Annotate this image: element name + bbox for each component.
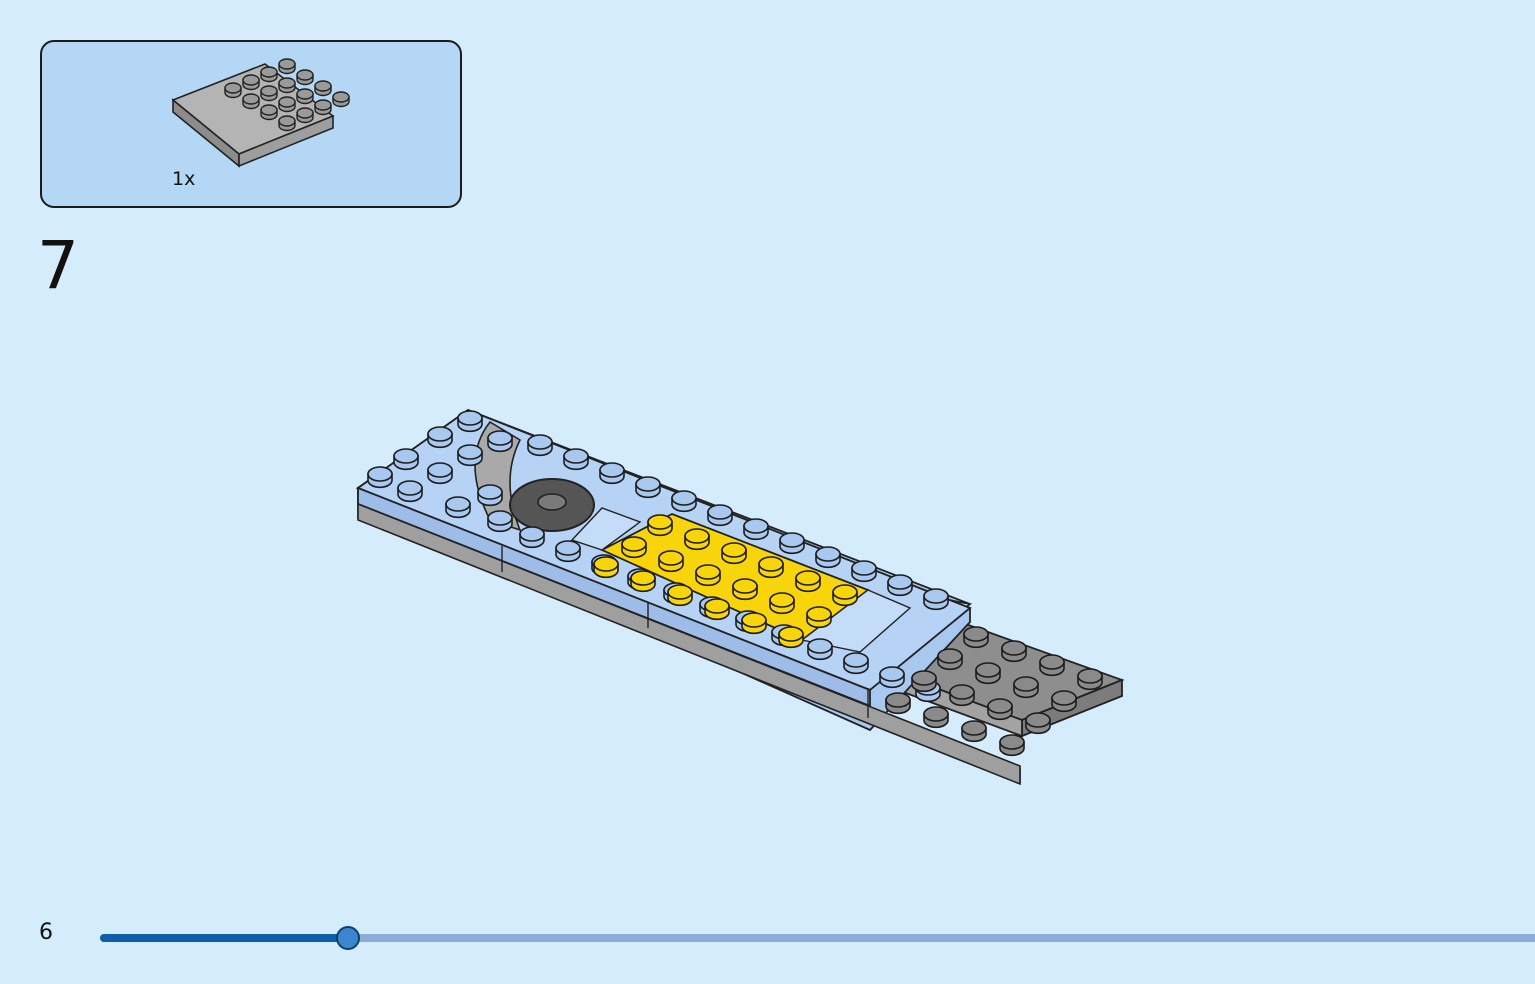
4x4-plate-icon bbox=[171, 58, 350, 168]
stud bbox=[635, 476, 661, 499]
stud bbox=[832, 584, 858, 607]
stud bbox=[1039, 654, 1065, 677]
stud bbox=[1001, 640, 1027, 663]
stud bbox=[815, 546, 841, 569]
stud bbox=[843, 652, 869, 675]
stud bbox=[741, 612, 767, 635]
stud bbox=[563, 448, 589, 471]
stud bbox=[923, 706, 949, 729]
stud bbox=[658, 550, 684, 573]
stud bbox=[278, 115, 296, 132]
stud bbox=[671, 490, 697, 513]
stud bbox=[758, 556, 784, 579]
stud bbox=[999, 734, 1025, 757]
stud bbox=[621, 536, 647, 559]
page-number: 6 bbox=[39, 920, 53, 945]
stud bbox=[296, 107, 314, 124]
stud bbox=[397, 480, 423, 503]
stud bbox=[296, 88, 314, 105]
stud bbox=[487, 430, 513, 453]
model-assembly-illustration bbox=[355, 408, 1125, 786]
stud bbox=[519, 526, 545, 549]
progress-indicator-knob bbox=[336, 926, 361, 950]
stud bbox=[487, 510, 513, 533]
stud bbox=[457, 444, 483, 467]
stud bbox=[778, 626, 804, 649]
progress-bar-fill bbox=[100, 934, 349, 942]
stud bbox=[911, 670, 937, 693]
stud bbox=[477, 484, 503, 507]
stud bbox=[879, 666, 905, 689]
stud bbox=[684, 528, 710, 551]
stud bbox=[779, 532, 805, 555]
part-quantity: 1x bbox=[172, 168, 196, 190]
stud bbox=[707, 504, 733, 527]
stud bbox=[527, 434, 553, 457]
stud bbox=[599, 462, 625, 485]
stud bbox=[704, 598, 730, 621]
stud bbox=[427, 426, 453, 449]
stud bbox=[721, 542, 747, 565]
stud bbox=[260, 66, 278, 83]
stud bbox=[593, 556, 619, 579]
stud bbox=[987, 698, 1013, 721]
stud bbox=[667, 584, 693, 607]
stud bbox=[278, 77, 296, 94]
stud bbox=[393, 448, 419, 471]
stud bbox=[961, 720, 987, 743]
stud bbox=[923, 588, 949, 611]
stud bbox=[260, 104, 278, 121]
stud bbox=[769, 592, 795, 615]
stud bbox=[885, 692, 911, 715]
stud bbox=[1025, 712, 1051, 735]
stud bbox=[367, 466, 393, 489]
stud bbox=[807, 638, 833, 661]
stud bbox=[332, 91, 350, 108]
stud bbox=[457, 410, 483, 433]
stud bbox=[851, 560, 877, 583]
stud bbox=[445, 496, 471, 519]
step-number: 7 bbox=[37, 227, 79, 304]
stud bbox=[242, 93, 260, 110]
stud bbox=[695, 564, 721, 587]
stud bbox=[427, 462, 453, 485]
stud bbox=[314, 80, 332, 97]
stud bbox=[242, 74, 260, 91]
stud bbox=[260, 85, 278, 102]
stud bbox=[1077, 668, 1103, 691]
stud bbox=[949, 684, 975, 707]
parts-callout: 1x bbox=[40, 40, 462, 208]
stud bbox=[795, 570, 821, 593]
stud bbox=[630, 570, 656, 593]
stud bbox=[314, 99, 332, 116]
stud bbox=[806, 606, 832, 629]
stud bbox=[647, 514, 673, 537]
stud bbox=[278, 58, 296, 75]
stud bbox=[963, 626, 989, 649]
stud bbox=[555, 540, 581, 563]
stud bbox=[887, 574, 913, 597]
stud bbox=[296, 69, 314, 86]
stud bbox=[937, 648, 963, 671]
stud bbox=[1013, 676, 1039, 699]
stud bbox=[743, 518, 769, 541]
build-progress-bar bbox=[100, 926, 1535, 950]
stud bbox=[224, 82, 242, 99]
stud bbox=[975, 662, 1001, 685]
stud bbox=[1051, 690, 1077, 713]
stud bbox=[278, 96, 296, 113]
stud bbox=[732, 578, 758, 601]
